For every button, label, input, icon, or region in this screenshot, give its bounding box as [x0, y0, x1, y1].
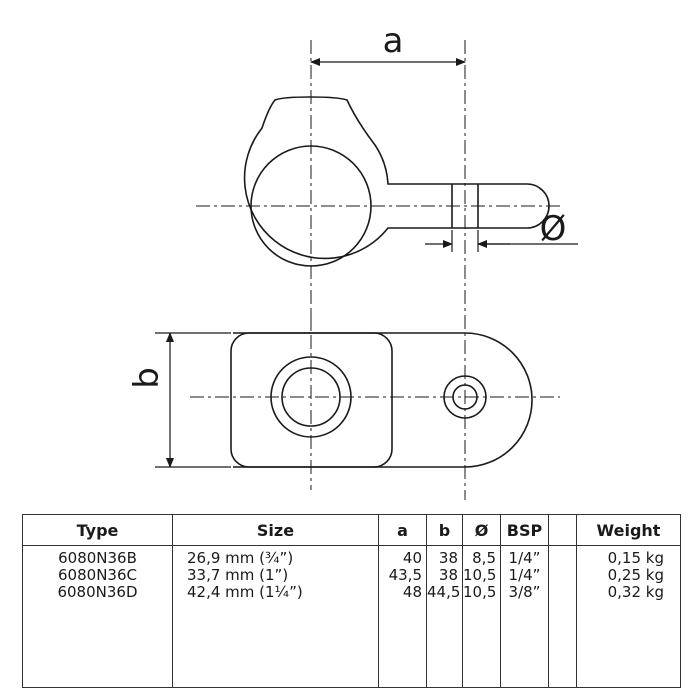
cell-blank [548, 567, 577, 584]
cell-bsp: 3/8” [500, 584, 549, 601]
cell-a: 40 [378, 545, 427, 567]
dimension-a-label: a [383, 21, 404, 61]
header-a: a [378, 514, 427, 546]
cell-diameter: 8,5 [462, 545, 501, 567]
cell-size: 42,4 mm (1¼”) [172, 584, 379, 601]
header-bsp: BSP [500, 514, 549, 546]
dimension-b-label: b [127, 367, 167, 389]
technical-drawing: a Ø b [127, 21, 578, 500]
cell-diameter: 10,5 [462, 567, 501, 584]
table-header-row: Type Size a b Ø BSP Weight [22, 514, 681, 546]
cell-a: 43,5 [378, 567, 427, 584]
header-type: Type [22, 514, 173, 546]
dimension-b [155, 332, 231, 468]
header-blank [548, 514, 577, 546]
cell-size: 33,7 mm (1”) [172, 567, 379, 584]
header-diameter: Ø [462, 514, 501, 546]
cell-bsp: 1/4” [500, 567, 549, 584]
front-view [230, 332, 533, 468]
cell-a: 48 [378, 584, 427, 601]
cell-weight: 0,32 kg [576, 584, 681, 601]
cell-type: 6080N36D [22, 584, 173, 601]
front-view-outline [233, 332, 533, 468]
header-b: b [426, 514, 463, 546]
cell-size: 26,9 mm (¾”) [172, 545, 379, 567]
cell-b: 44,5 [426, 584, 463, 601]
dimension-diameter-label: Ø [540, 209, 567, 249]
clamp-body-outline [243, 96, 550, 260]
table-row: 6080N36C 33,7 mm (1”) 43,5 38 10,5 1/4” … [22, 567, 681, 584]
cell-bsp: 1/4” [500, 545, 549, 567]
cell-type: 6080N36B [22, 545, 173, 567]
top-view [243, 96, 550, 267]
table-row: 6080N36B 26,9 mm (¾”) 40 38 8,5 1/4” 0,1… [22, 545, 681, 567]
top-view-centerlines [196, 40, 560, 500]
cell-b: 38 [426, 545, 463, 567]
cell-blank [548, 545, 577, 567]
header-weight: Weight [576, 514, 681, 546]
table-filler-row [22, 601, 681, 688]
cell-b: 38 [426, 567, 463, 584]
dimension-diameter [425, 230, 578, 252]
cell-weight: 0,15 kg [576, 545, 681, 567]
cell-diameter: 10,5 [462, 584, 501, 601]
header-size: Size [172, 514, 379, 546]
cell-type: 6080N36C [22, 567, 173, 584]
cell-weight: 0,25 kg [576, 567, 681, 584]
spec-table: Type Size a b Ø BSP Weight 6080N36B 26,9… [22, 514, 681, 688]
table-row: 6080N36D 42,4 mm (1¼”) 48 44,5 10,5 3/8”… [22, 584, 681, 601]
cell-blank [548, 584, 577, 601]
front-view-centerlines [190, 310, 560, 490]
